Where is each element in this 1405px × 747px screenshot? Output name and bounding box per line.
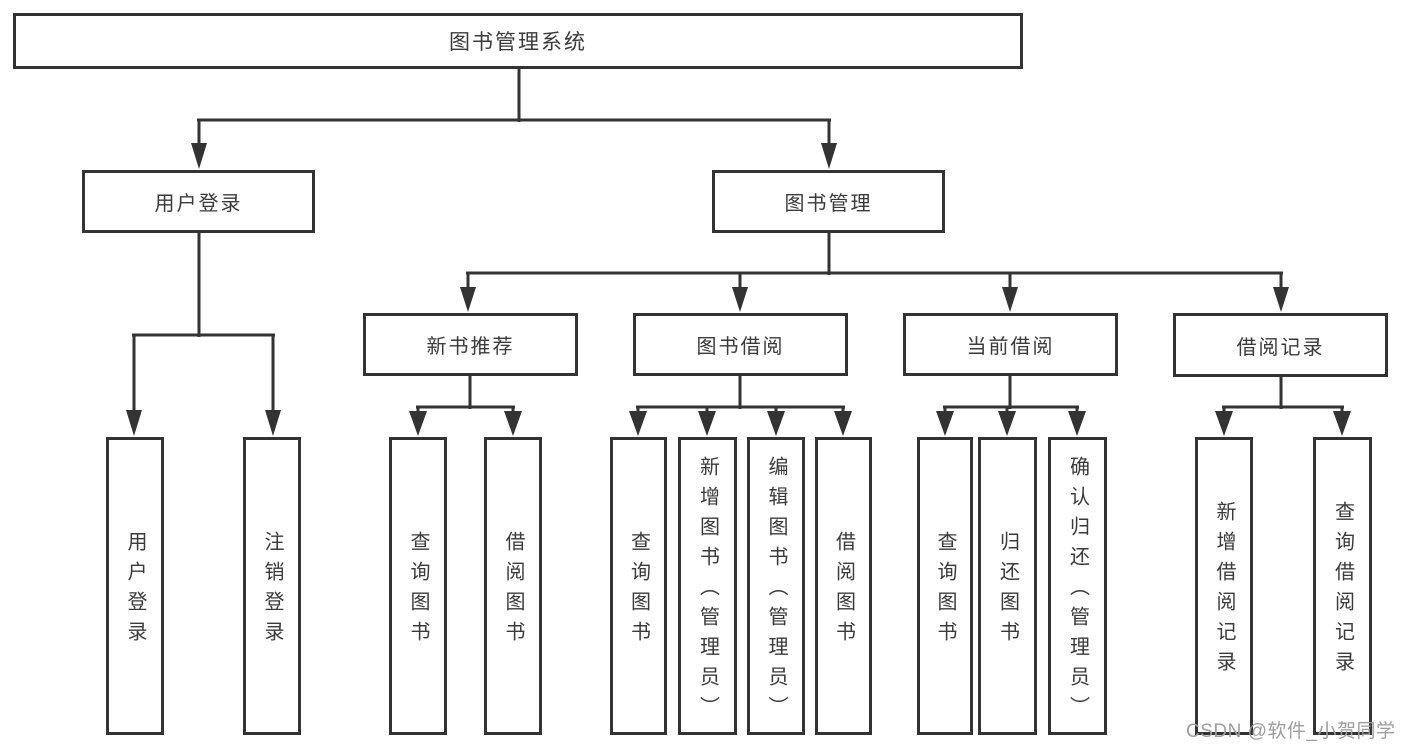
node-label: 借阅图书 — [832, 531, 855, 651]
node-label: 注销登录 — [261, 531, 283, 651]
node-label: 确认归还（管理员） — [1066, 456, 1089, 726]
node-borrow-records: 借阅记录 — [1173, 313, 1388, 377]
leaf-return-books: 归还图书 — [978, 437, 1037, 735]
leaf-logout: 注销登录 — [243, 437, 301, 735]
node-label: 用户登录 — [124, 531, 146, 651]
node-label: 图书管理系统 — [449, 31, 587, 54]
node-label: 新增借阅记录 — [1213, 501, 1235, 681]
csdn-watermark: CSDN @软件_小贺同学 — [1186, 721, 1396, 742]
node-label: 用户登录 — [154, 193, 243, 215]
node-label: 查询借阅记录 — [1331, 501, 1354, 681]
leaf-edit-books-admin: 编辑图书（管理员） — [747, 437, 805, 735]
node-user-login: 用户登录 — [82, 170, 315, 233]
node-label: 查询图书 — [934, 531, 956, 651]
node-root-library-system: 图书管理系统 — [13, 13, 1023, 69]
connector-root-to-level2 — [191, 68, 837, 169]
node-label: 图书管理 — [784, 193, 873, 215]
node-label: 新增图书（管理员） — [696, 456, 719, 726]
node-label: 借阅记录 — [1236, 336, 1325, 359]
connector-book-management-children — [460, 233, 1289, 312]
node-new-book-recommend: 新书推荐 — [363, 313, 578, 376]
connector-book-borrow-children — [629, 375, 852, 436]
node-label: 编辑图书（管理员） — [765, 456, 787, 726]
node-book-management: 图书管理 — [712, 170, 945, 233]
leaf-add-books-admin: 新增图书（管理员） — [678, 437, 737, 735]
leaf-query-books-recommend: 查询图书 — [389, 437, 447, 735]
node-label: 查询图书 — [627, 531, 650, 651]
leaf-confirm-return-admin: 确认归还（管理员） — [1048, 437, 1107, 735]
leaf-user-login: 用户登录 — [106, 437, 164, 735]
leaf-borrow-books-recommend: 借阅图书 — [484, 437, 542, 735]
connector-borrow-records-children — [1215, 375, 1351, 436]
leaf-add-borrow-record: 新增借阅记录 — [1195, 437, 1253, 735]
leaf-query-books-current: 查询图书 — [917, 437, 973, 735]
node-label: 当前借阅 — [966, 336, 1055, 358]
node-label: 归还图书 — [996, 531, 1019, 651]
node-label: 新书推荐 — [426, 336, 515, 358]
node-label: 借阅图书 — [502, 531, 524, 651]
connector-user-login-children — [126, 233, 281, 436]
node-book-borrow: 图书借阅 — [633, 313, 848, 376]
leaf-borrow-books: 借阅图书 — [815, 437, 872, 735]
node-current-borrow: 当前借阅 — [903, 313, 1118, 376]
connector-current-borrow-children — [936, 375, 1086, 436]
node-label: 图书借阅 — [696, 336, 785, 358]
leaf-query-books-borrow: 查询图书 — [610, 437, 667, 735]
node-label: 查询图书 — [407, 531, 429, 651]
leaf-query-borrow-record: 查询借阅记录 — [1313, 437, 1372, 735]
connector-new-book-children — [409, 375, 522, 436]
